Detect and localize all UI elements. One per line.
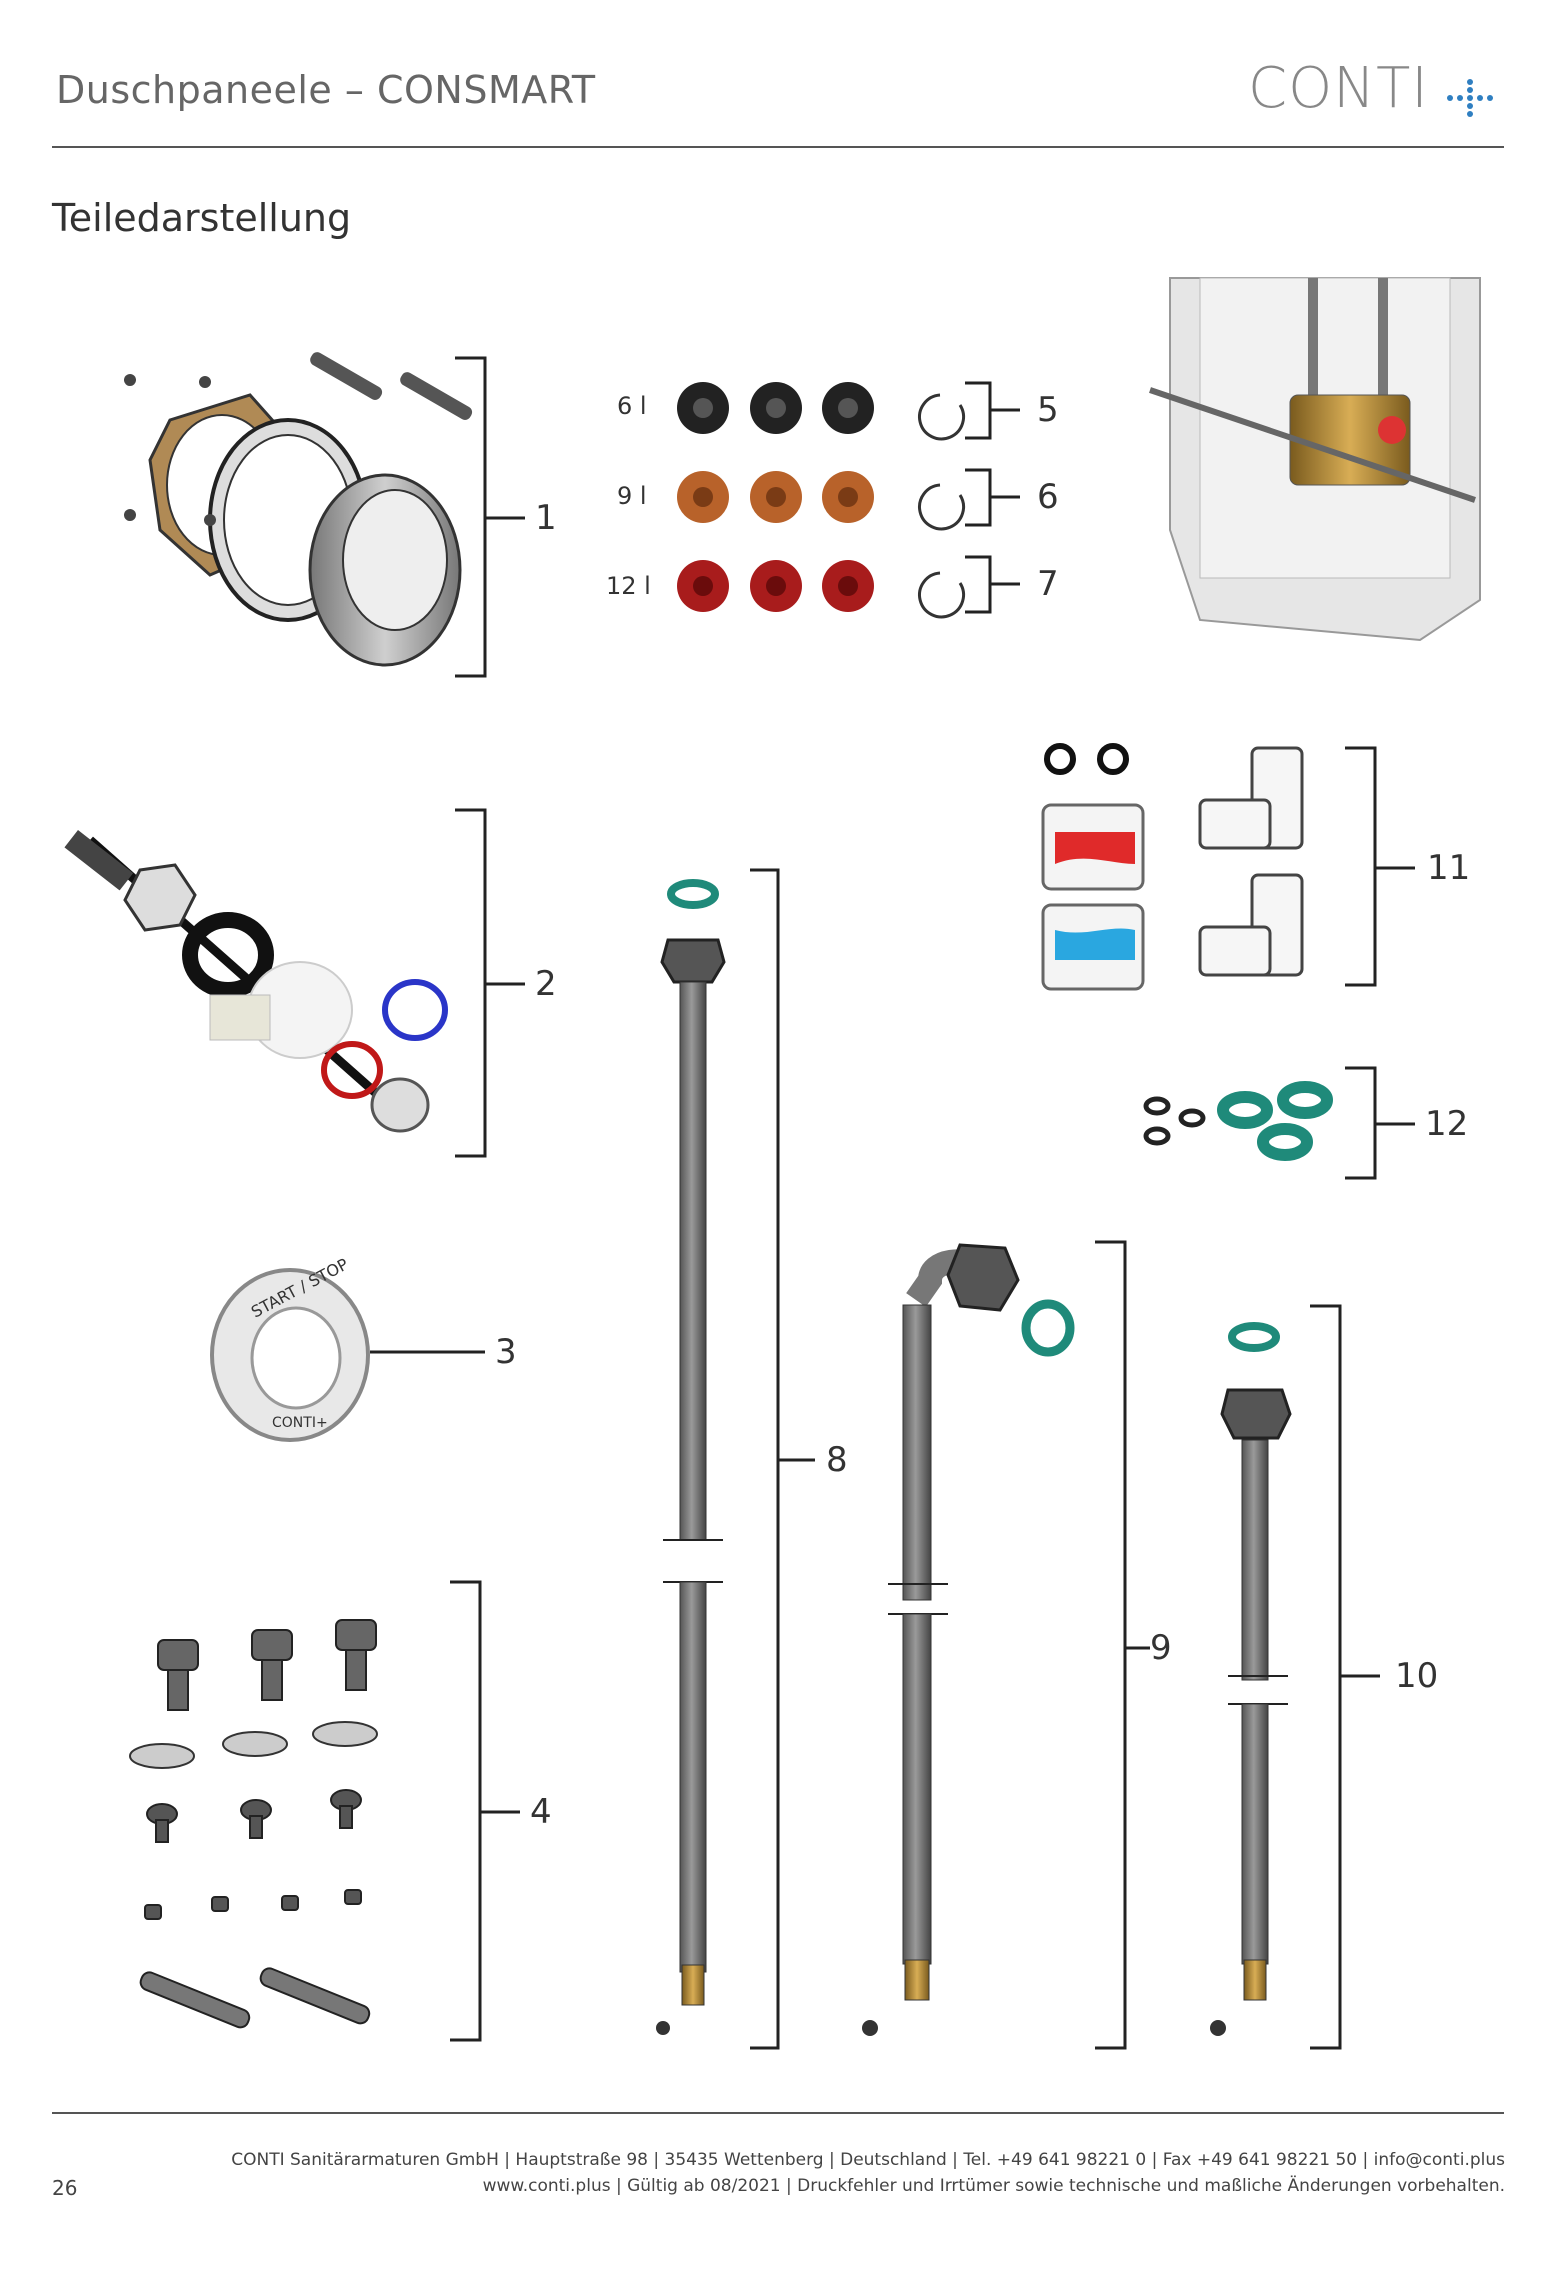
cartridge-label-9l: 9 l	[617, 482, 647, 510]
footer-rule	[52, 2112, 1504, 2114]
part-number-5: 5	[1037, 390, 1059, 430]
footer-validity-line: www.conti.plus | Gültig ab 08/2021 | Dru…	[482, 2176, 1505, 2196]
section-title: Teiledarstellung	[52, 196, 352, 240]
part-10-short-hose	[1210, 1322, 1292, 2036]
part-number-11: 11	[1427, 848, 1471, 888]
part-number-7: 7	[1037, 564, 1059, 604]
cartridge-label-12l: 12 l	[606, 572, 651, 600]
part-9-elbow-hose	[862, 1243, 1075, 2036]
part-number-1: 1	[535, 498, 557, 538]
part-2-valve-assembly	[64, 829, 448, 1133]
conti-plus-icon	[1447, 79, 1493, 117]
part-number-4: 4	[530, 1792, 552, 1832]
part-number-2: 2	[535, 964, 557, 1004]
conti-logo: CONTI	[1248, 56, 1429, 121]
ring-bottom-text: CONTI+	[272, 1415, 328, 1431]
footer-company-line: CONTI Sanitärarmaturen GmbH | Hauptstraß…	[231, 2150, 1505, 2170]
part-number-8: 8	[826, 1440, 848, 1480]
part-number-6: 6	[1037, 477, 1059, 517]
part-11-caps-and-elbows	[1041, 743, 1304, 991]
part-number-12: 12	[1425, 1104, 1469, 1144]
part-1-flange-set	[124, 352, 473, 667]
part-12-seal-set	[1143, 1081, 1333, 1161]
part-number-3: 3	[495, 1332, 517, 1372]
installation-box	[1149, 277, 1481, 642]
part-number-10: 10	[1395, 1656, 1439, 1696]
cartridge-label-6l: 6 l	[617, 392, 647, 420]
part-number-9: 9	[1150, 1628, 1172, 1668]
cartridges	[677, 381, 1020, 619]
part-4-screw-set	[129, 1619, 378, 2029]
document-title: Duschpaneele – CONSMART	[56, 68, 596, 112]
header-rule	[52, 146, 1504, 148]
part-8-straight-hose	[656, 879, 726, 2035]
page-number: 26	[52, 2176, 78, 2200]
part-3-start-stop-ring: START / STOP CONTI+	[210, 1254, 370, 1442]
